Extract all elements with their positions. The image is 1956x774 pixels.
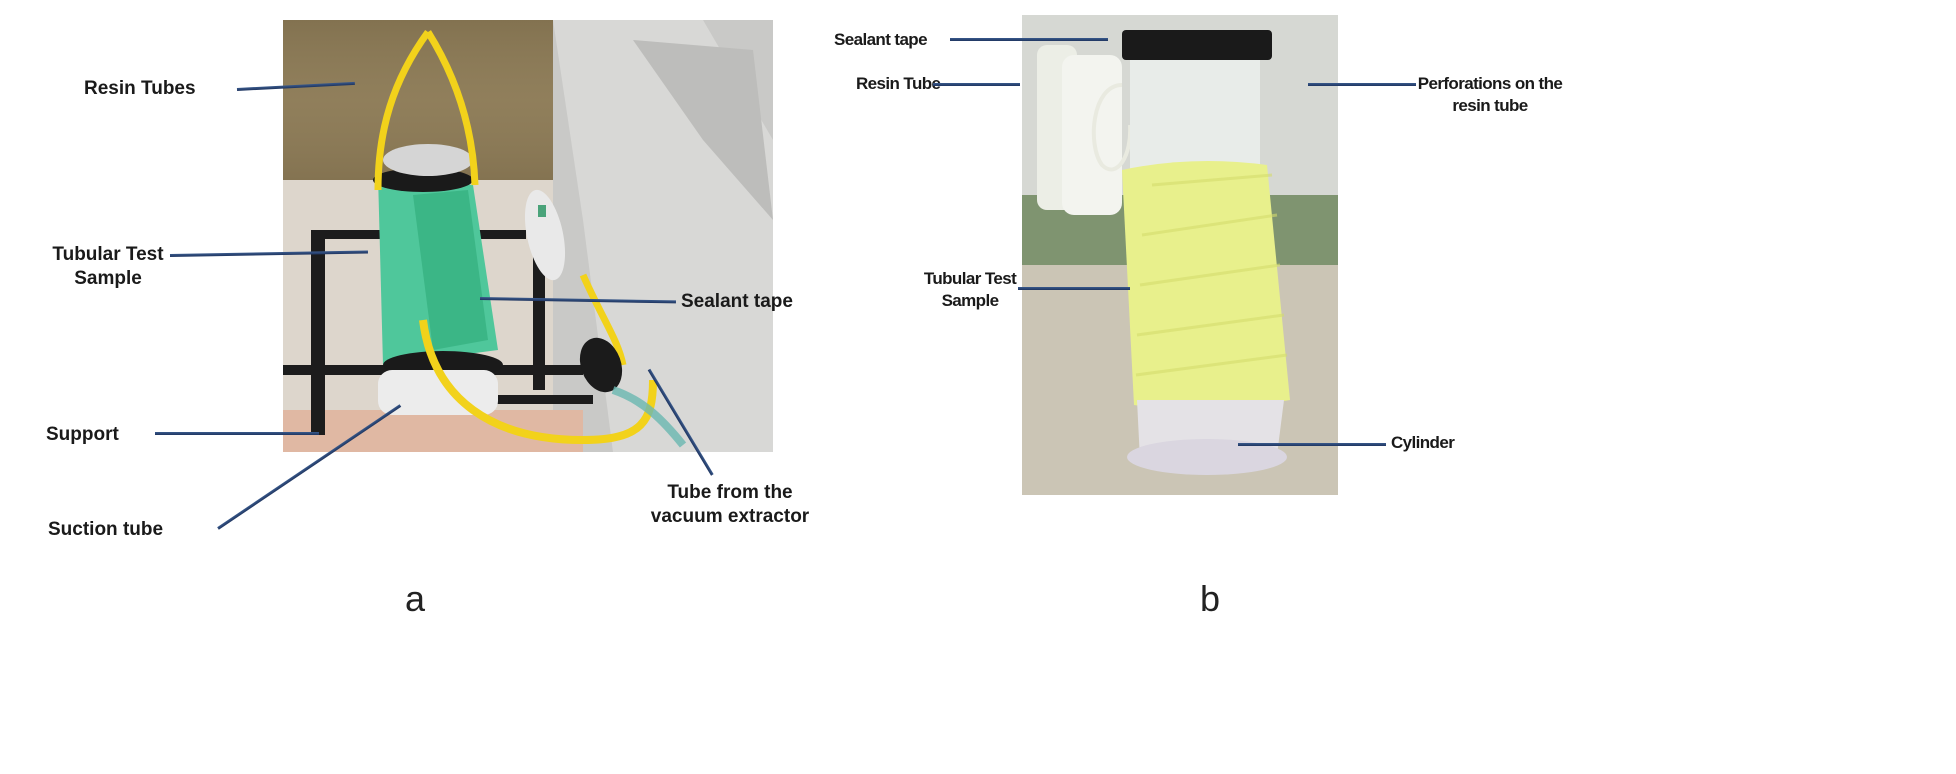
leader-line-cylinder [1238, 443, 1386, 446]
panel-caption-b: b [1200, 578, 1221, 619]
label-sealant-tape-b: Sealant tape [834, 30, 928, 49]
leader-line-perforations [1308, 83, 1416, 86]
label-line-1: Tubular Test [923, 269, 1017, 288]
photo-b-illustration [1022, 15, 1338, 495]
label-line-1: Tubular Test [52, 244, 164, 265]
leader-line-resin-tube-b [933, 83, 1020, 86]
panel-caption-a: a [405, 578, 426, 619]
label-support: Support [46, 424, 119, 445]
label-line-2: resin tube [1452, 96, 1528, 115]
label-resin-tubes: Resin Tubes [84, 78, 196, 99]
label-resin-tube-b: Resin Tube [856, 74, 941, 93]
photo-tubular-sample-on-cylinder [1022, 15, 1338, 495]
label-sealant-tape-a: Sealant tape [681, 291, 793, 312]
leader-line-support [155, 432, 319, 435]
label-tube-vacuum-extractor: Tube from the vacuum extractor [620, 481, 840, 529]
label-tubular-test-sample-a: Tubular Test Sample [28, 243, 188, 291]
label-suction-tube: Suction tube [48, 519, 164, 540]
label-perforations-resin-tube: Perforations on the resin tube [1405, 73, 1575, 117]
label-line-2: vacuum extractor [650, 506, 810, 527]
photo-vacuum-infusion-setup [283, 20, 773, 452]
label-line-1: Perforations on the [1417, 74, 1563, 93]
leader-line-sealant-tape-b [950, 38, 1108, 41]
label-line-2: Sample [74, 268, 142, 289]
label-tubular-test-sample-b: Tubular Test Sample [905, 268, 1035, 312]
label-line-1: Tube from the [667, 482, 793, 503]
photo-a-illustration [283, 20, 773, 452]
label-cylinder: Cylinder [1391, 433, 1455, 452]
label-line-2: Sample [941, 291, 999, 310]
leader-line-tubular-test-sample-b [1018, 287, 1130, 290]
